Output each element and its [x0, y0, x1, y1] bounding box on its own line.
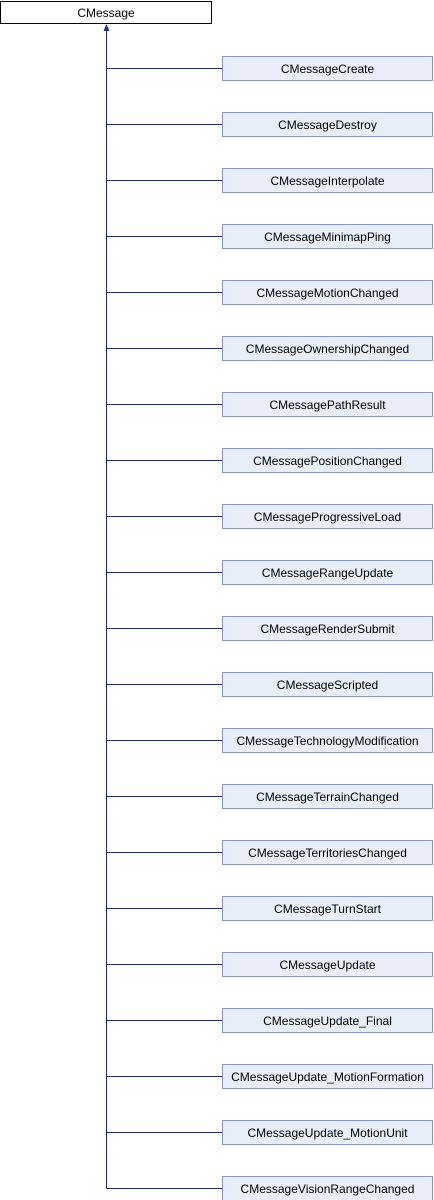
derived-class-label: CMessageInterpolate: [270, 174, 384, 188]
derived-class-box: [222, 1008, 433, 1033]
derived-class-box: [222, 952, 433, 977]
derived-class-box: [222, 504, 433, 529]
derived-class-label: CMessagePositionChanged: [253, 454, 402, 468]
derived-class-node[interactable]: CMessageInterpolate: [222, 168, 433, 193]
derived-class-box: [222, 112, 433, 137]
derived-class-node[interactable]: CMessageDestroy: [222, 112, 433, 137]
derived-class-label: CMessageMinimapPing: [264, 230, 391, 244]
derived-class-node[interactable]: CMessagePositionChanged: [222, 448, 433, 473]
derived-class-node[interactable]: CMessageOwnershipChanged: [222, 336, 433, 361]
derived-class-box: [222, 1120, 433, 1145]
derived-class-node[interactable]: CMessageProgressiveLoad: [222, 504, 433, 529]
derived-class-node[interactable]: CMessageUpdate_MotionFormation: [222, 1064, 433, 1089]
derived-class-box: [222, 616, 433, 641]
base-class-node[interactable]: CMessage: [0, 1, 212, 24]
derived-class-label: CMessageUpdate_Final: [263, 1014, 392, 1028]
inheritance-edges: [106, 30, 223, 1189]
derived-class-box: [222, 1064, 433, 1089]
derived-class-box: [222, 672, 433, 697]
derived-class-nodes: CMessageCreateCMessageDestroyCMessageInt…: [222, 56, 433, 1200]
derived-class-label: CMessageScripted: [277, 678, 378, 692]
derived-class-node[interactable]: CMessageScripted: [222, 672, 433, 697]
derived-class-label: CMessageTerritoriesChanged: [248, 846, 407, 860]
derived-class-box: [222, 784, 433, 809]
derived-class-label: CMessageUpdate: [279, 958, 375, 972]
derived-class-node[interactable]: CMessageUpdate_Final: [222, 1008, 433, 1033]
derived-class-node[interactable]: CMessageMotionChanged: [222, 280, 433, 305]
derived-class-box: [222, 840, 433, 865]
derived-class-label: CMessageProgressiveLoad: [254, 510, 401, 524]
inheritance-arrowhead: [103, 24, 110, 31]
derived-class-label: CMessageVisionRangeChanged: [241, 1182, 415, 1196]
derived-class-label: CMessageTurnStart: [274, 902, 382, 916]
derived-class-label: CMessageRangeUpdate: [262, 566, 394, 580]
derived-class-node[interactable]: CMessageUpdate_MotionUnit: [222, 1120, 433, 1145]
derived-class-label: CMessageCreate: [281, 62, 375, 76]
derived-class-box: [222, 336, 433, 361]
derived-class-node[interactable]: CMessageVisionRangeChanged: [222, 1176, 433, 1200]
derived-class-label: CMessageRenderSubmit: [260, 622, 395, 636]
derived-class-node[interactable]: CMessageUpdate: [222, 952, 433, 977]
derived-class-label: CMessagePathResult: [269, 398, 386, 412]
derived-class-box: [222, 168, 433, 193]
derived-class-box: [222, 56, 433, 81]
derived-class-node[interactable]: CMessageTerritoriesChanged: [222, 840, 433, 865]
derived-class-box: [222, 280, 433, 305]
derived-class-node[interactable]: CMessageCreate: [222, 56, 433, 81]
derived-class-box: [222, 448, 433, 473]
derived-class-node[interactable]: CMessageRangeUpdate: [222, 560, 433, 585]
derived-class-node[interactable]: CMessageTerrainChanged: [222, 784, 433, 809]
derived-class-box: [222, 560, 433, 585]
derived-class-label: CMessageTerrainChanged: [256, 790, 399, 804]
base-class-box: [0, 1, 212, 24]
derived-class-node[interactable]: CMessagePathResult: [222, 392, 433, 417]
derived-class-node[interactable]: CMessageTechnologyModification: [222, 728, 433, 753]
derived-class-node[interactable]: CMessageTurnStart: [222, 896, 433, 921]
derived-class-label: CMessageDestroy: [278, 118, 377, 132]
derived-class-box: [222, 224, 433, 249]
derived-class-label: CMessageUpdate_MotionFormation: [231, 1070, 424, 1084]
derived-class-box: [222, 728, 433, 753]
derived-class-box: [222, 896, 433, 921]
derived-class-node[interactable]: CMessageRenderSubmit: [222, 616, 433, 641]
derived-class-label: CMessageOwnershipChanged: [246, 342, 409, 356]
derived-class-box: [222, 1176, 433, 1200]
derived-class-label: CMessageUpdate_MotionUnit: [247, 1126, 408, 1140]
derived-class-label: CMessageMotionChanged: [256, 286, 398, 300]
base-class-label: CMessage: [77, 6, 135, 20]
derived-class-label: CMessageTechnologyModification: [236, 734, 418, 748]
derived-class-node[interactable]: CMessageMinimapPing: [222, 224, 433, 249]
derived-class-box: [222, 392, 433, 417]
